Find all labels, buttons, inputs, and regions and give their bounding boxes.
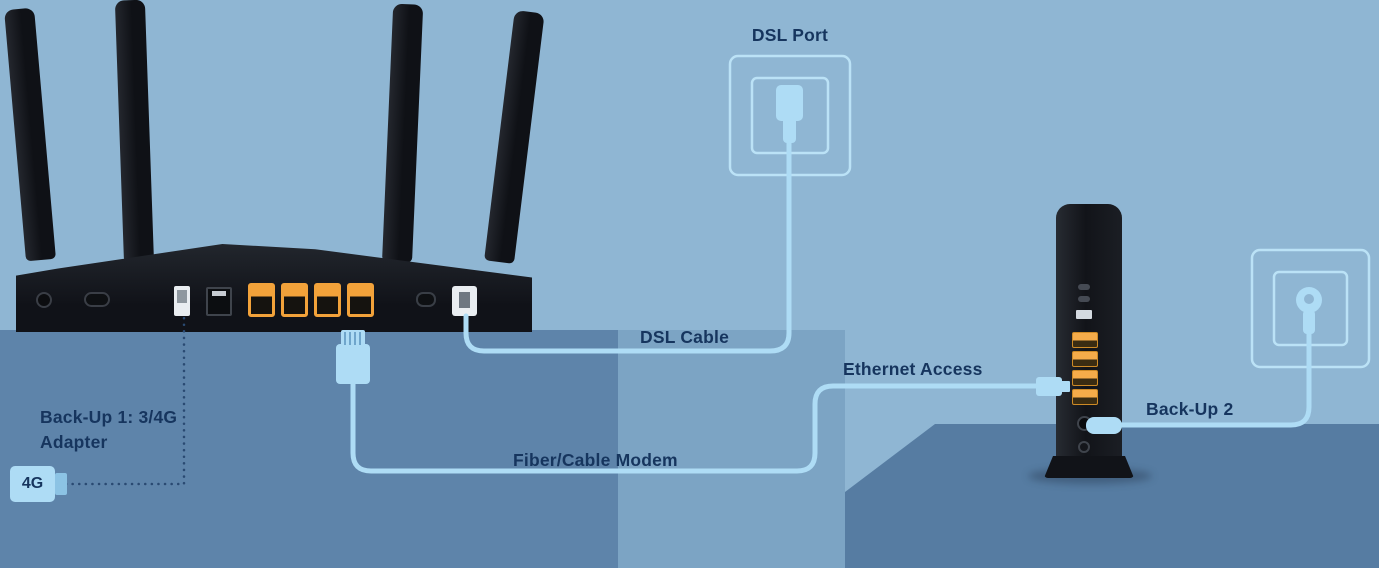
wan-pins	[212, 291, 226, 296]
router-power-jack	[36, 292, 52, 308]
dsl-cable-label: DSL Cable	[640, 327, 730, 347]
backup2-label: Back-Up 2	[1146, 399, 1234, 419]
router-lan-port-4	[347, 283, 374, 317]
router-antenna-4	[484, 10, 545, 264]
modem-lan-port-4	[1072, 389, 1098, 405]
router-lan-port-3	[314, 283, 341, 317]
router-antenna-3	[382, 3, 424, 263]
surface-middle	[618, 330, 845, 568]
router-antenna-1	[4, 7, 56, 262]
modem-power-button	[1078, 441, 1090, 453]
4g-adapter-badge: 4G	[21, 475, 44, 492]
router-antenna-2	[114, 0, 154, 263]
4g-adapter-usb-tip	[55, 473, 67, 495]
phone-plug-icon	[1296, 287, 1322, 334]
router-wan-port	[206, 287, 232, 316]
router-wps-button	[416, 292, 436, 307]
modem-lan-port-3	[1072, 370, 1098, 386]
backup1-label: Back-Up 1: 3/4G Adapter	[40, 407, 178, 452]
router-lan-port-2	[281, 283, 308, 317]
router-usb-port	[174, 286, 190, 316]
modem-lan-port-2	[1072, 351, 1098, 367]
dsl-wall-port-icon	[728, 54, 852, 177]
dsl-port-label: DSL Port	[751, 25, 829, 45]
dsl-plug-icon	[776, 85, 803, 143]
modem-button-1	[1078, 284, 1090, 290]
modem-lan-port-1	[1072, 332, 1098, 348]
dsl-slot	[459, 292, 470, 308]
fiber-cable-modem-label: Fiber/Cable Modem	[513, 450, 678, 470]
ethernet-access-label: Ethernet Access	[843, 359, 983, 379]
router-power-button	[84, 292, 110, 307]
router-lan-port-1	[248, 283, 275, 317]
modem-phone-port	[1077, 416, 1092, 431]
router-lan-ports	[248, 283, 374, 317]
modem-stand	[1044, 456, 1134, 478]
phone-wall-port-icon	[1250, 248, 1371, 369]
router-dsl-port	[452, 286, 477, 316]
usb-tongue	[177, 290, 187, 303]
4g-adapter-icon: 4G	[10, 466, 55, 502]
modem-usb-port	[1076, 310, 1092, 319]
modem-button-2	[1078, 296, 1090, 302]
